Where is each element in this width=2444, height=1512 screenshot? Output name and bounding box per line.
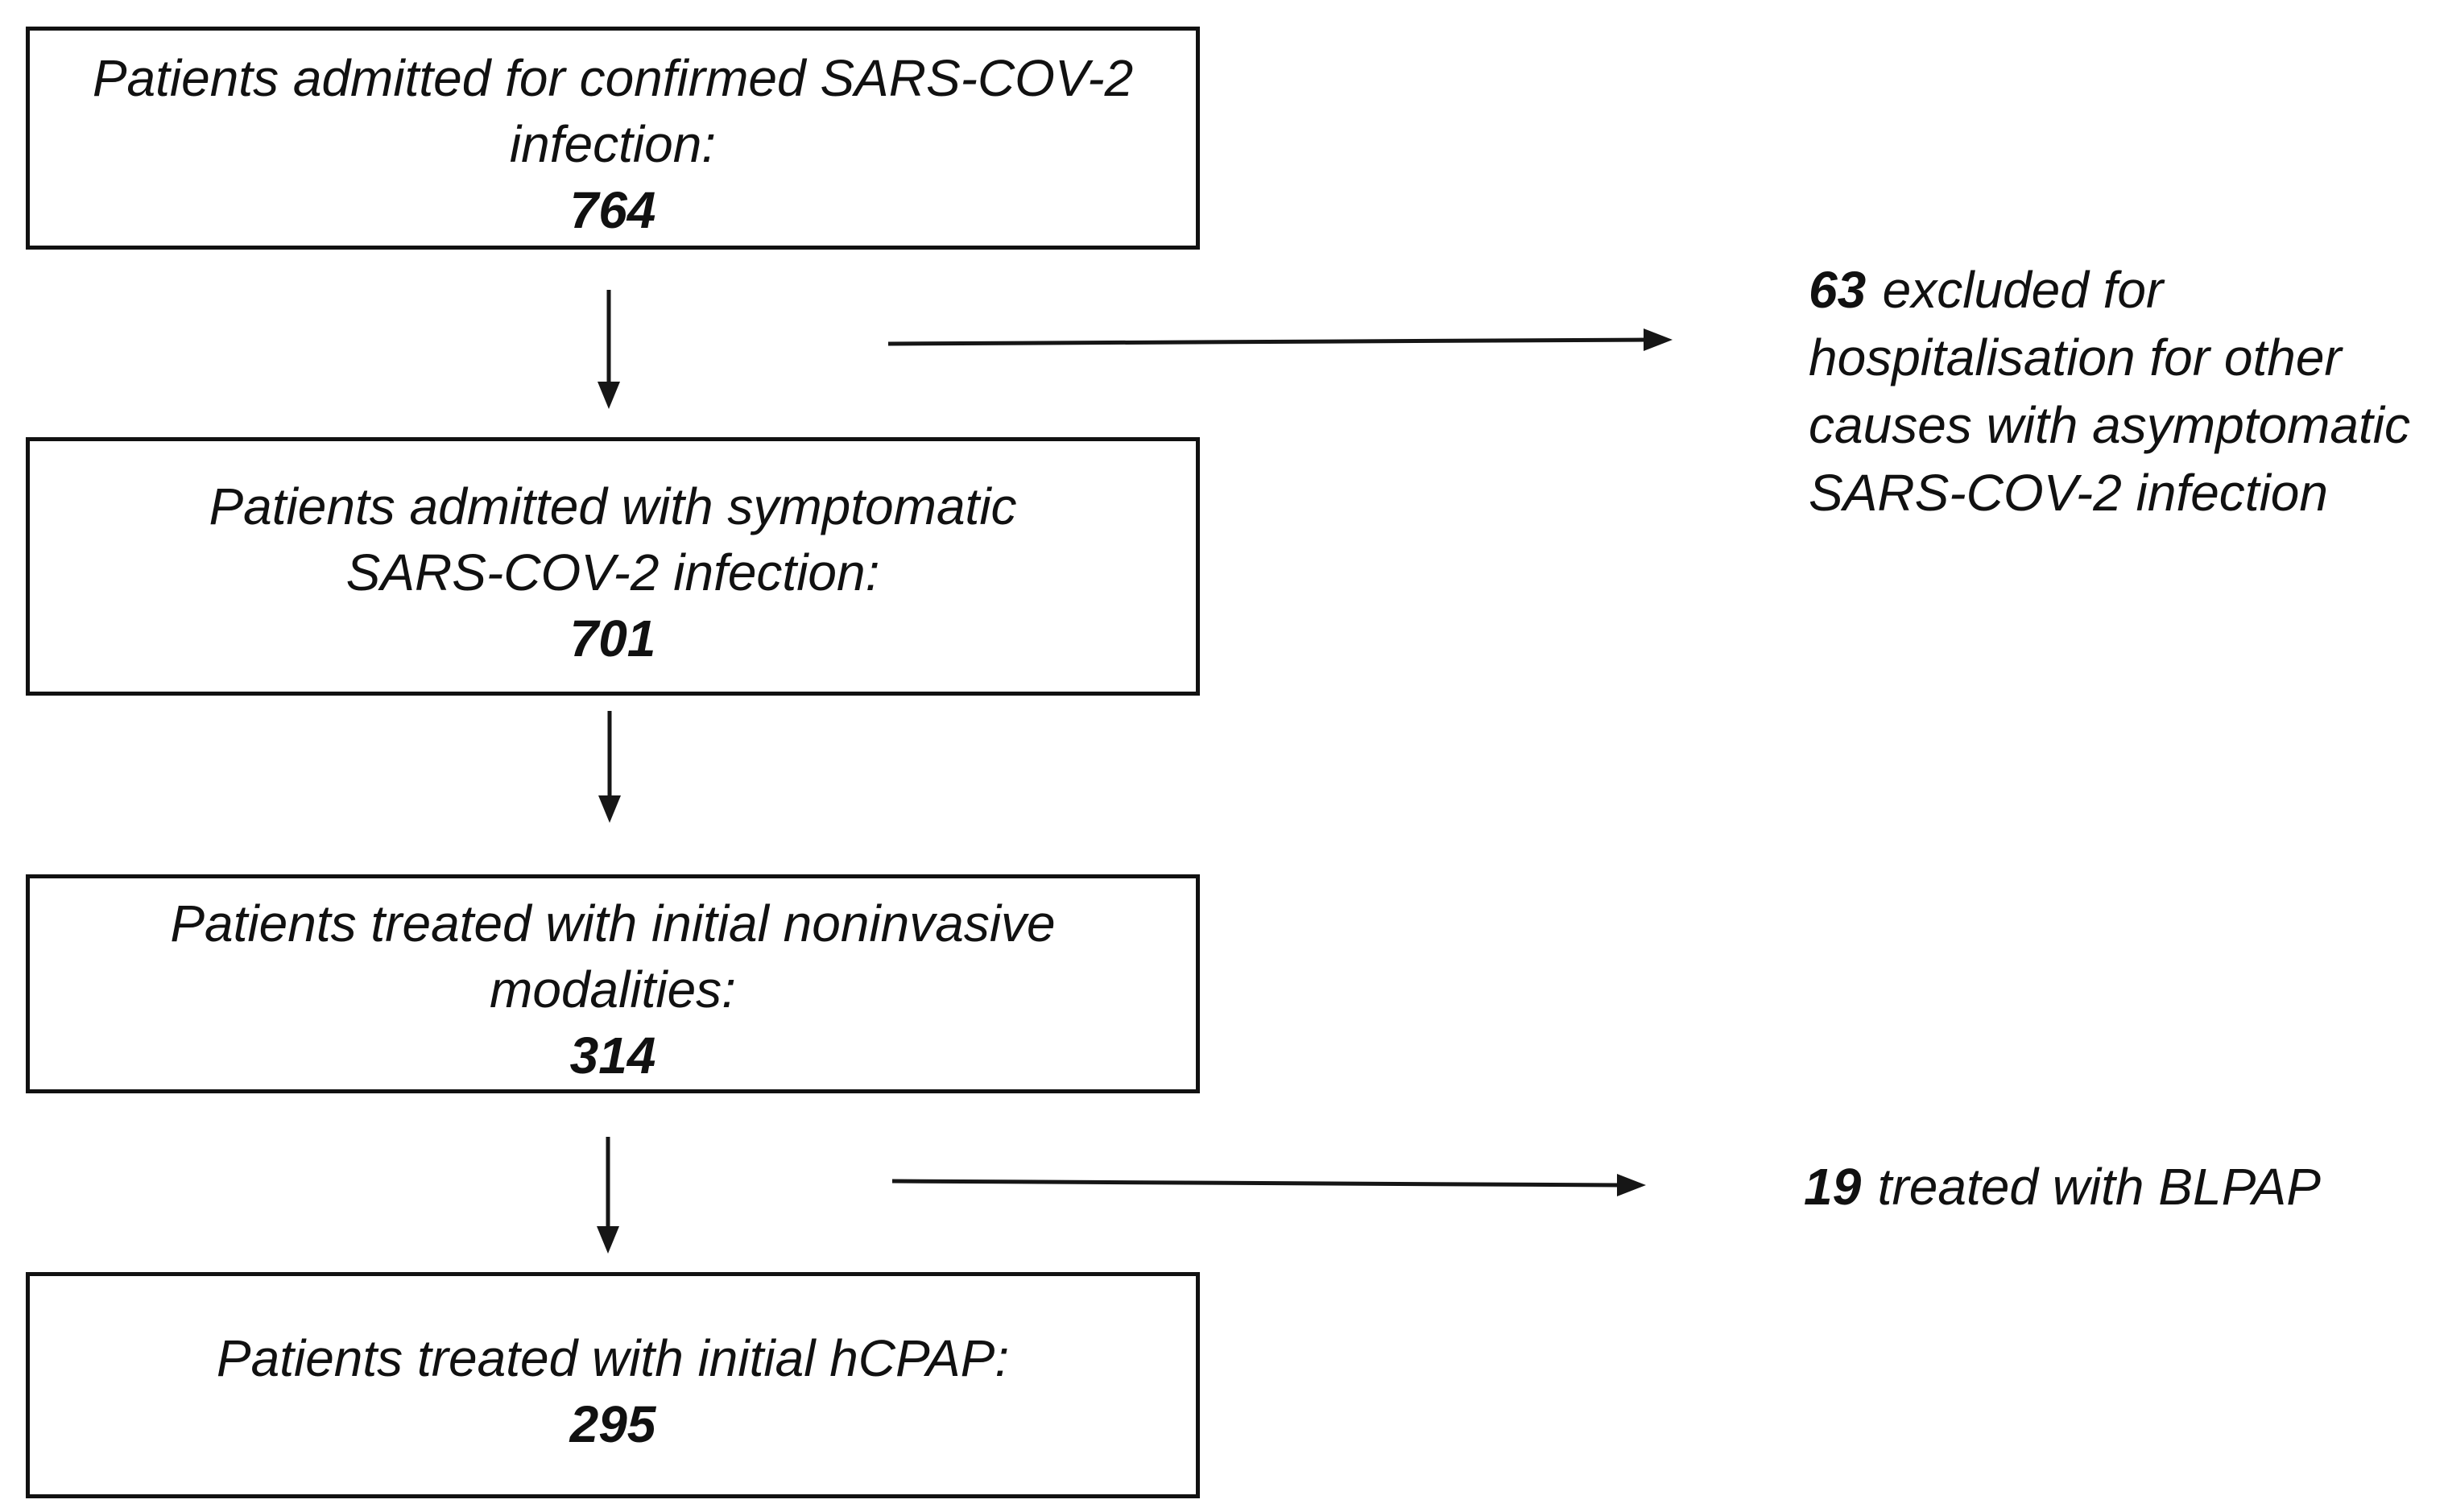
arrow-head-icon xyxy=(1617,1174,1646,1196)
box-count: 764 xyxy=(569,180,656,239)
exclusion-note: 63 excluded for hospitalisation for other… xyxy=(1809,256,2410,527)
down-arrow-2 xyxy=(598,711,621,823)
arrow-shaft xyxy=(887,337,1648,346)
note-line: causes with asymptomatic xyxy=(1809,396,2410,454)
flow-box-admitted-confirmed: Patients admitted for confirmed SARS-COV… xyxy=(26,27,1200,250)
flow-box-noninvasive-modalities: Patients treated with initial noninvasiv… xyxy=(26,874,1200,1093)
right-arrow-1 xyxy=(887,328,1673,351)
down-arrow-1 xyxy=(598,290,620,409)
box-text-line: Patients treated with initial noninvasiv… xyxy=(170,894,1056,952)
right-arrow-2 xyxy=(891,1174,1646,1196)
note-line: hospitalisation for other xyxy=(1809,328,2342,386)
box-count: 295 xyxy=(569,1394,656,1453)
note-line: 19 treated with BLPAP xyxy=(1804,1153,2321,1221)
box-count: 701 xyxy=(569,609,656,667)
arrow-head-icon xyxy=(1644,328,1673,351)
box-text-line: infection: xyxy=(509,114,717,173)
note-count: 63 xyxy=(1809,261,1867,319)
box-text-line: Patients admitted for confirmed SARS-COV… xyxy=(92,48,1134,107)
note-text: treated with BLPAP xyxy=(1877,1158,2321,1216)
note-count: 19 xyxy=(1804,1158,1862,1216)
arrow-shaft xyxy=(891,1179,1621,1188)
arrow-head-icon xyxy=(598,382,620,409)
blpap-note: 19 treated with BLPAP xyxy=(1804,1153,2321,1221)
box-text-line: SARS-COV-2 infection: xyxy=(345,543,880,601)
flow-box-initial-hcpap: Patients treated with initial hCPAP: 295 xyxy=(26,1272,1200,1498)
note-line: 63 excluded for xyxy=(1809,256,2410,324)
arrow-head-icon xyxy=(597,1226,619,1254)
box-text-line: Patients treated with initial hCPAP: xyxy=(216,1328,1010,1387)
box-text-line: Patients admitted with symptomatic xyxy=(209,477,1017,535)
note-line: SARS-COV-2 infection xyxy=(1809,464,2328,522)
down-arrow-3 xyxy=(597,1137,619,1254)
note-text: excluded for xyxy=(1882,261,2164,319)
flow-box-admitted-symptomatic: Patients admitted with symptomatic SARS-… xyxy=(26,437,1200,696)
box-count: 314 xyxy=(569,1027,656,1084)
box-text-line: modalities: xyxy=(490,960,736,1018)
arrow-head-icon xyxy=(598,795,621,823)
